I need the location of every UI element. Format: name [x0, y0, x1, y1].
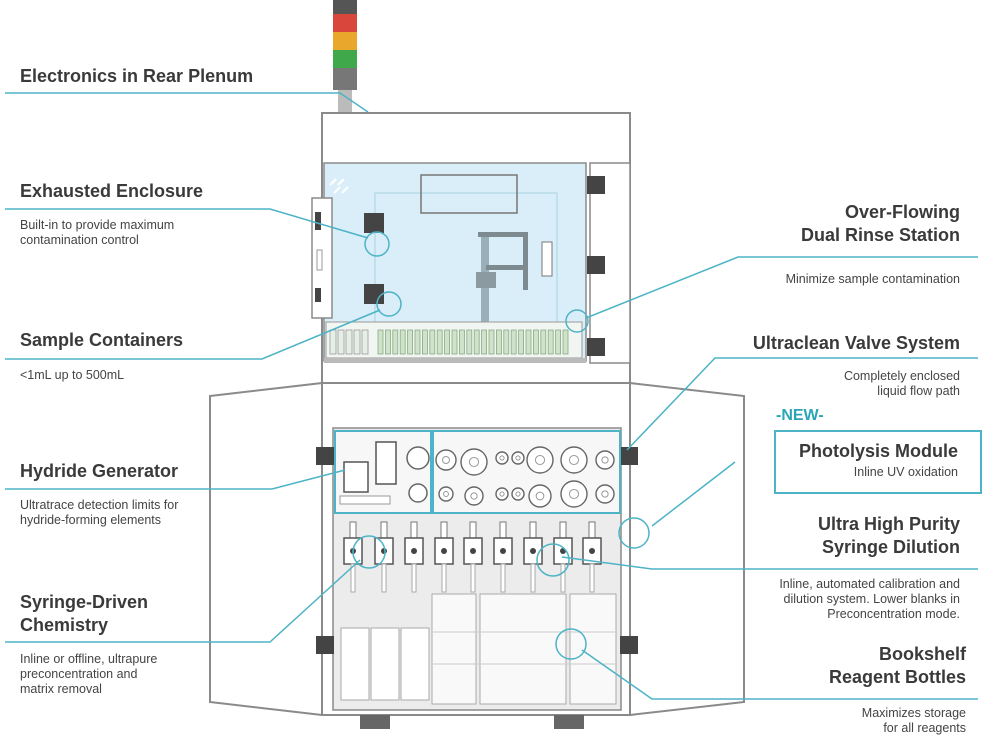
photolysis-title: Photolysis Module: [798, 441, 958, 461]
electronics-title: Electronics in Rear Plenum: [20, 66, 254, 86]
photolysis-desc: Inline UV oxidation: [853, 465, 958, 479]
exhausted-title: Exhausted Enclosure: [20, 181, 204, 201]
sample-desc: <1mL up to 500mL: [20, 368, 125, 382]
hydride-title: Hydride Generator: [20, 461, 179, 481]
valve-title: Ultraclean Valve System: [752, 333, 960, 353]
syringe-bank: [343, 521, 602, 593]
valve-array: [435, 446, 615, 508]
rinse-desc: Minimize sample contamination: [785, 272, 960, 286]
callout-leaders: [5, 92, 978, 700]
signal-tower: [333, 0, 357, 114]
photolysis-box: [774, 430, 982, 494]
new-badge: -NEW-: [776, 407, 824, 424]
sample-title: Sample Containers: [20, 330, 184, 350]
upper-cabinet: [311, 112, 631, 384]
reagent-bottles: [340, 593, 617, 705]
lower-cabinet: [209, 381, 745, 729]
sample-tube-rack: [329, 329, 569, 355]
